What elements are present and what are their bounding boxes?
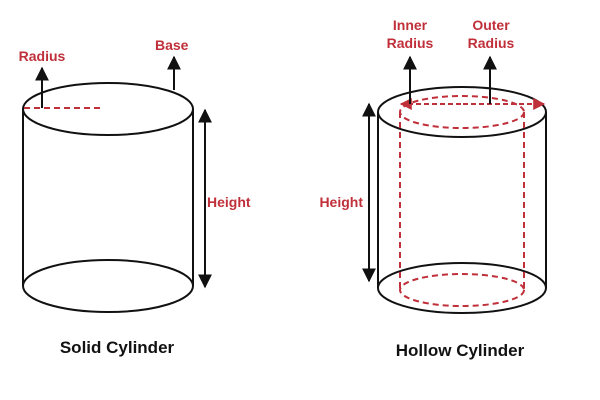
hollow-bottom-outer-ellipse xyxy=(377,262,547,314)
hollow-outer-label-line2: Radius xyxy=(468,35,515,51)
hollow-cylinder: Inner Radius Outer Radius Height Hollow … xyxy=(319,17,547,360)
solid-caption: Solid Cylinder xyxy=(60,338,175,357)
hollow-caption: Hollow Cylinder xyxy=(396,341,525,360)
solid-radius-label: Radius xyxy=(19,48,66,64)
solid-bottom-ellipse xyxy=(22,259,194,313)
hollow-bottom-inner-ellipse xyxy=(399,273,525,307)
hollow-top-outer-ellipse xyxy=(377,86,547,138)
solid-cylinder: Radius Base Height Solid Cylinder xyxy=(19,37,251,357)
hollow-inner-label-line2: Radius xyxy=(387,35,434,51)
solid-base-label: Base xyxy=(155,37,189,53)
hollow-top-inner-ellipse xyxy=(399,95,525,129)
solid-height-label: Height xyxy=(207,194,251,210)
hollow-inner-label-line1: Inner xyxy=(393,17,428,33)
hollow-outer-label-line1: Outer xyxy=(472,17,510,33)
hollow-height-label: Height xyxy=(319,194,363,210)
